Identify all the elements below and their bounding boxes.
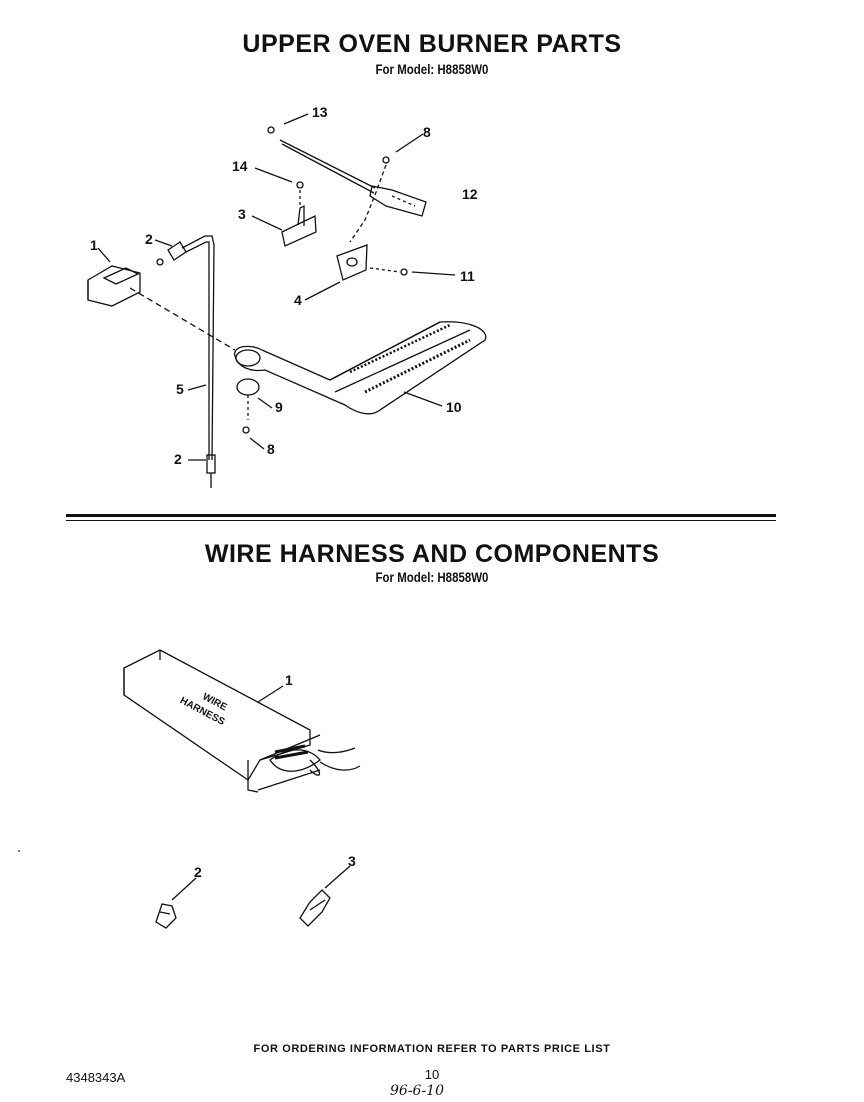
callout-5: 5 [176, 381, 184, 397]
page-number: 10 [424, 1067, 440, 1082]
callout-10: 10 [446, 399, 462, 415]
callout-3: 3 [238, 206, 246, 222]
handwritten-date: 96-6-10 [390, 1083, 444, 1099]
section1-model: For Model: H8858W0 [375, 61, 489, 77]
ordering-note: FOR ORDERING INFORMATION REFER TO PARTS … [253, 1043, 611, 1055]
scan-speck [18, 850, 20, 852]
callout-13: 13 [312, 104, 328, 120]
section2-model: For Model: H8858W0 [375, 569, 489, 585]
callout-8-lower: 8 [267, 441, 275, 457]
document-number: 4348343A [66, 1070, 126, 1085]
callout-9: 9 [275, 399, 283, 415]
part-12-probe [279, 139, 427, 217]
callout-2-lower: 2 [174, 451, 182, 467]
callout-1: 1 [90, 237, 98, 253]
callout-11: 11 [460, 268, 475, 284]
callout-4: 4 [294, 292, 302, 308]
section-divider-top [66, 514, 776, 517]
section1-title: UPPER OVEN BURNER PARTS [242, 30, 622, 58]
callout-2-upper: 2 [145, 231, 153, 247]
part-13-screw [267, 126, 275, 134]
section-divider-bottom [66, 520, 776, 521]
callout-8-upper: 8 [423, 124, 431, 140]
callout-14: 14 [232, 158, 248, 174]
callout-12: 12 [462, 186, 478, 202]
section2-title: WIRE HARNESS AND COMPONENTS [204, 540, 660, 568]
